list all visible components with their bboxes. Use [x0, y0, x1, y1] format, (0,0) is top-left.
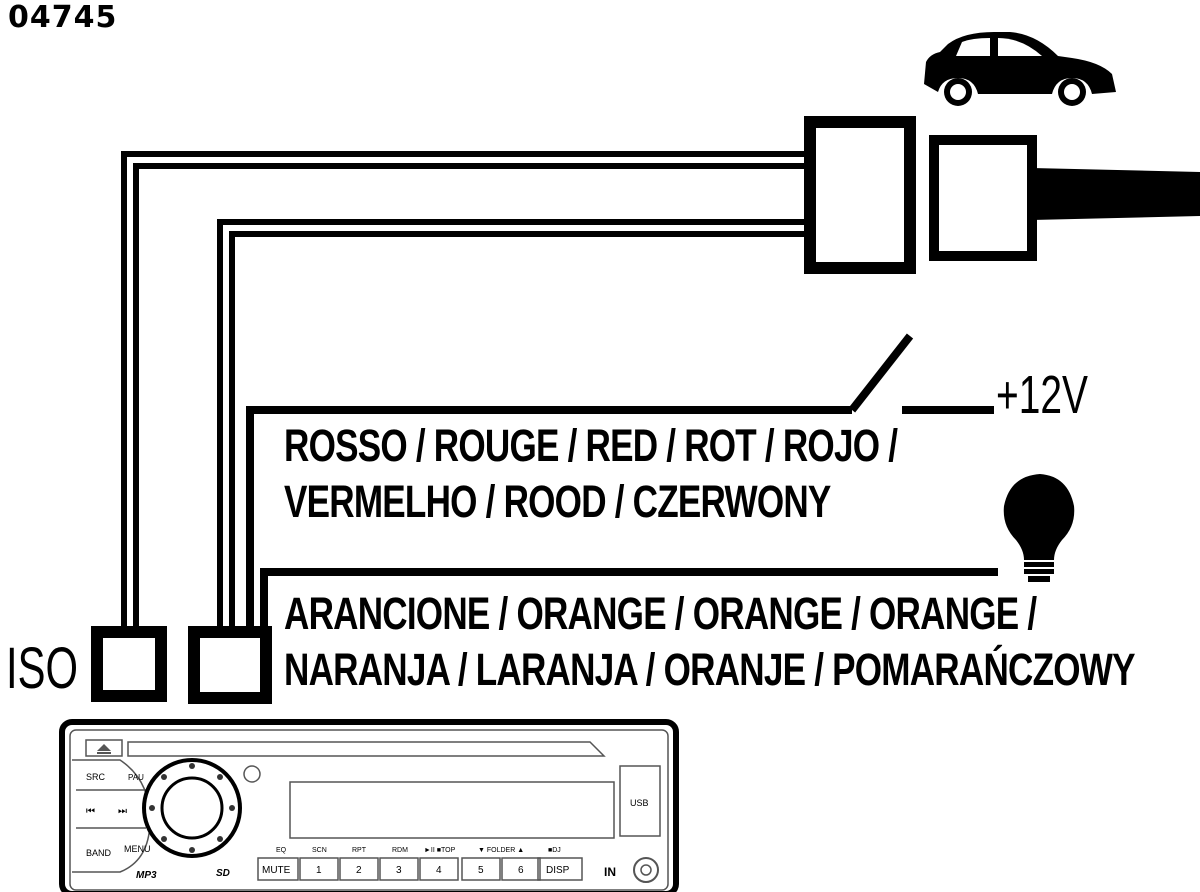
radio-display [289, 781, 615, 839]
car-radio: SRC PAU ⏮ ⏭ BAND MENU USB EQ SCN RPT RDM… [59, 719, 679, 892]
svg-text:RPT: RPT [352, 847, 367, 854]
svg-text:▼ FOLDER ▲: ▼ FOLDER ▲ [478, 847, 524, 854]
band-label[interactable]: BAND [86, 848, 112, 858]
svg-text:EQ: EQ [276, 847, 287, 854]
orange-wire-label-line2: NARANJA / LARANJA / ORANJE / POMARAŃCZOW… [284, 644, 1136, 695]
preset-1-button[interactable]: 1 [316, 865, 322, 876]
iso-label: ISO [6, 636, 78, 701]
eject-icon[interactable] [85, 739, 123, 757]
src-label[interactable]: SRC [86, 772, 106, 782]
red-wire-label-line1: ROSSO / ROUGE / RED / ROT / ROJO / [284, 420, 898, 471]
red-wire-label-line2: VERMELHO / ROOD / CZERWONY [284, 476, 831, 527]
mp3-logo: MP3 [136, 870, 157, 881]
prev-track-icon[interactable]: ⏮ [86, 806, 95, 817]
next-track-icon[interactable]: ⏭ [118, 806, 127, 817]
svg-text:SCN: SCN [312, 847, 327, 854]
volume-knob[interactable] [142, 758, 242, 858]
vehicle-connector [804, 116, 1200, 274]
iso-wires [121, 151, 998, 632]
preset-4-button[interactable]: 4 [436, 865, 442, 876]
preset-3-button[interactable]: 3 [396, 865, 402, 876]
preset-buttons[interactable] [257, 857, 583, 881]
car-icon [924, 32, 1116, 106]
pau-label[interactable]: PAU [128, 773, 144, 782]
svg-text:►II ■TOP: ►II ■TOP [424, 847, 456, 854]
iso-connectors [91, 626, 272, 704]
sd-logo: SD [216, 868, 230, 879]
usb-label: USB [630, 798, 649, 808]
aux-in-label: IN [604, 865, 616, 879]
function-labels: EQ SCN RPT RDM ►II ■TOP ▼ FOLDER ▲ ■DJ [276, 847, 561, 854]
voltage-label: +12V [996, 365, 1088, 425]
aux-jack[interactable] [633, 857, 659, 883]
svg-text:RDM: RDM [392, 847, 408, 854]
disp-button[interactable]: DISP [546, 865, 570, 876]
preset-6-button[interactable]: 6 [518, 865, 524, 876]
product-code: 04745 [8, 0, 118, 35]
orange-wire-label-line1: ARANCIONE / ORANGE / ORANGE / ORANGE / [284, 588, 1037, 639]
light-bulb-icon [1003, 474, 1075, 582]
preset-5-button[interactable]: 5 [478, 865, 484, 876]
preset-2-button[interactable]: 2 [356, 865, 362, 876]
svg-text:■DJ: ■DJ [548, 847, 561, 854]
menu-label[interactable]: MENU [124, 844, 151, 854]
mute-button[interactable]: MUTE [262, 865, 291, 876]
